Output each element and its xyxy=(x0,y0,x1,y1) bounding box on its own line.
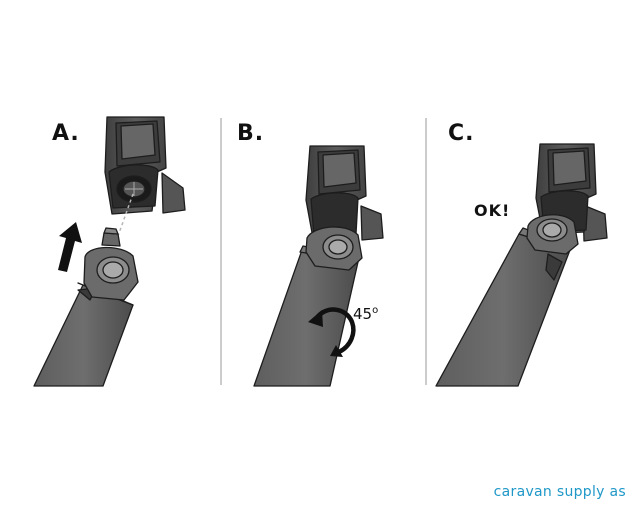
step-c-leg xyxy=(435,214,579,387)
brand-watermark: caravan supply as xyxy=(493,484,626,500)
step-label-a: A. xyxy=(52,121,80,146)
rotation-angle-unit: o xyxy=(372,305,379,316)
step-b-bracket xyxy=(305,145,384,241)
step-a-bracket xyxy=(104,116,186,215)
rotate-arrow-icon xyxy=(308,307,356,357)
step-c-illustration xyxy=(435,143,608,387)
step-c-bracket xyxy=(535,143,608,242)
rotation-angle-value: 45 xyxy=(353,305,373,323)
step-label-b: B. xyxy=(237,121,265,146)
step-a-illustration xyxy=(33,116,186,387)
step-a-leg xyxy=(33,227,139,387)
step-a-guide-line xyxy=(117,193,134,237)
confirmation-label: OK! xyxy=(474,201,511,220)
step-b-illustration xyxy=(253,145,384,387)
up-arrow-icon xyxy=(58,222,82,272)
step-b-leg xyxy=(253,226,363,387)
rotation-angle-label: 45o xyxy=(353,305,378,323)
step-label-c: C. xyxy=(448,121,475,146)
